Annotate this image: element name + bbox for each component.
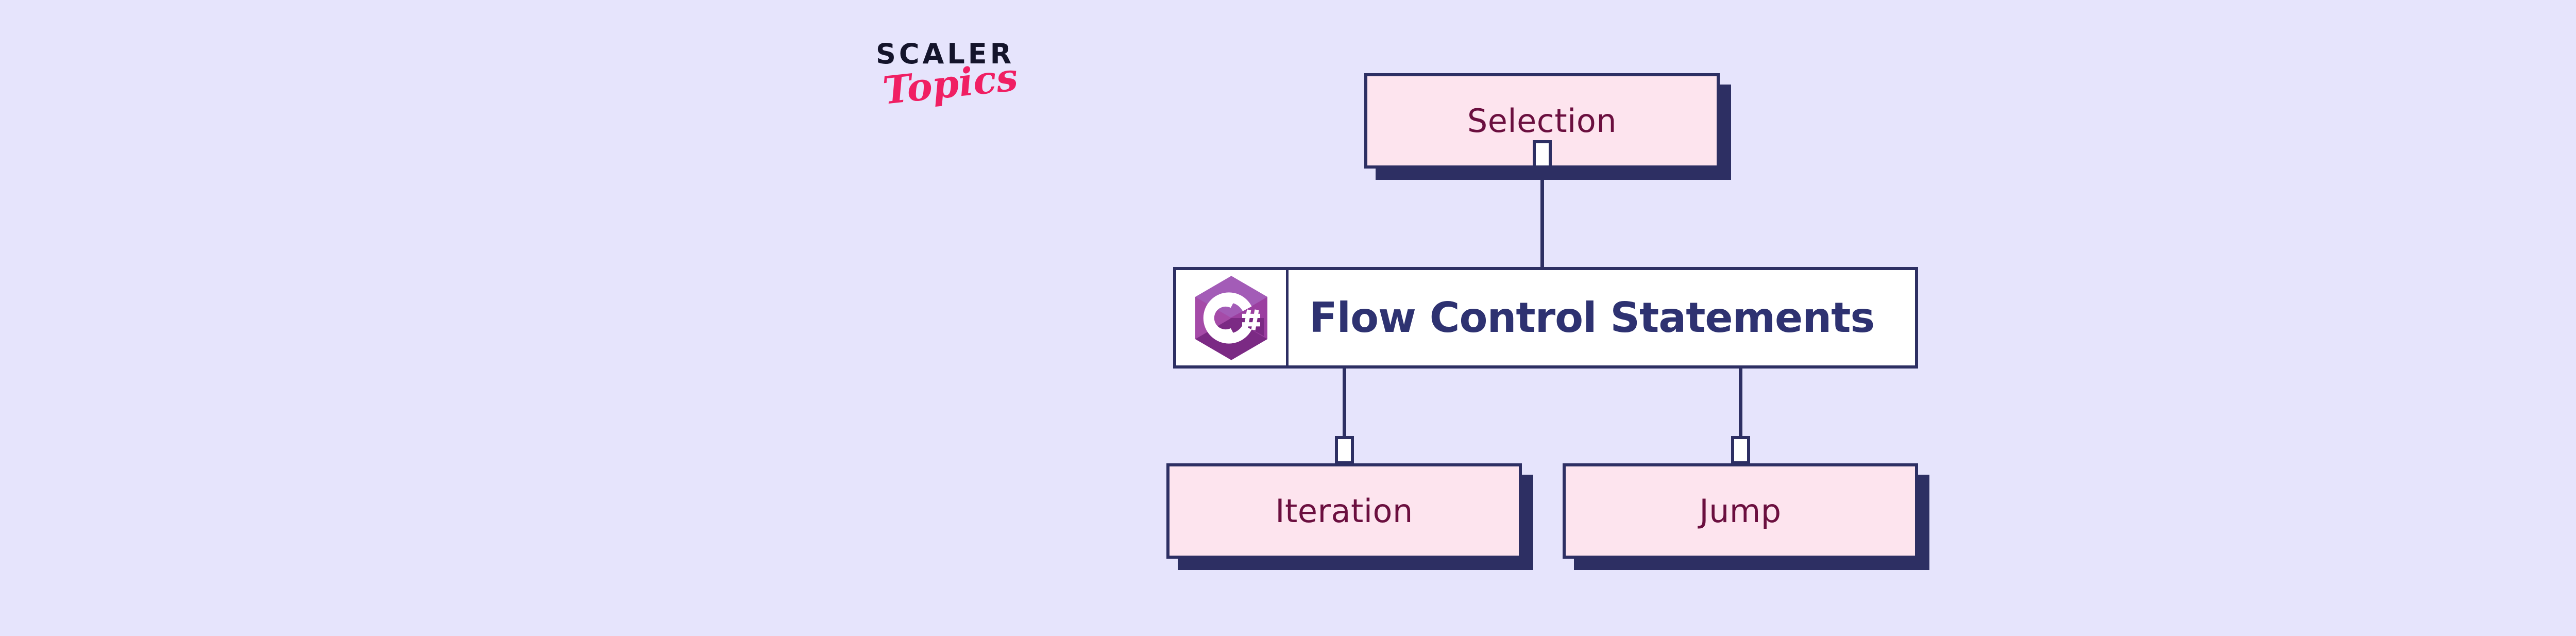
page-title: Flow Control Statements [1309,293,1875,342]
connector-line-selection [1540,169,1544,267]
node-selection[interactable]: Selection [1364,73,1731,180]
hash-glyph [1242,309,1260,330]
node-jump-label: Jump [1699,492,1782,530]
node-jump[interactable]: Jump [1563,463,1929,570]
csharp-logo-cell [1176,270,1289,365]
node-selection-label: Selection [1467,102,1617,140]
connector-node-selection [1533,140,1552,169]
csharp-logo-icon [1195,275,1267,360]
node-iteration-label: Iteration [1275,492,1413,530]
node-iteration[interactable]: Iteration [1166,463,1533,570]
connector-line-iteration [1343,369,1346,436]
connector-node-jump [1731,436,1750,464]
node-flow-control-statements[interactable]: Flow Control Statements [1173,267,1918,369]
flow-title-cell: Flow Control Statements [1289,270,1915,365]
logo-scaler-text: SCALER [876,38,1015,70]
scaler-topics-logo: SCALER Topics [876,40,1030,123]
connector-line-jump [1739,369,1742,436]
connector-node-iteration [1335,436,1354,464]
